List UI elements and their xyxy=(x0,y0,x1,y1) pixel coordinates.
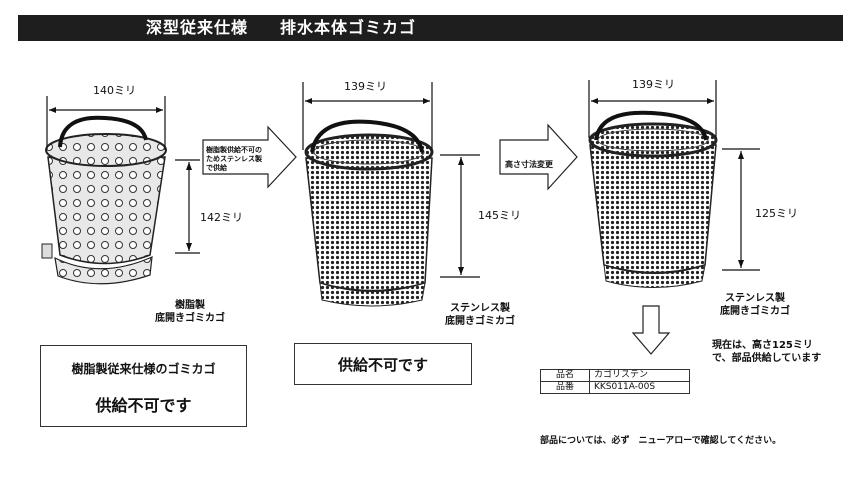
basket2-caption: ステンレス製 底開きゴミカゴ xyxy=(425,302,535,328)
resin-box-line2: 供給不可です xyxy=(95,396,192,415)
basket1-caption-line1: 樹脂製 xyxy=(175,300,205,311)
part-number-value: KKS011A-00S xyxy=(589,381,690,394)
basket1-caption-line2: 底開きゴミカゴ xyxy=(155,313,225,324)
basket3-caption: ステンレス製 底開きゴミカゴ xyxy=(700,292,810,318)
basket3-caption-line2: 底開きゴミカゴ xyxy=(720,306,790,317)
resin-basket-drawing xyxy=(41,115,167,285)
arrow-2-shape xyxy=(499,123,578,191)
basket3-caption-line1: ステンレス製 xyxy=(725,293,785,304)
header-title-right: 排水本体ゴミカゴ xyxy=(280,18,417,37)
stainless145-unavailable-box: 供給不可です xyxy=(294,343,472,385)
footer-note: 部品については、必ず ニューアローで確認してください。 xyxy=(540,436,782,446)
basket2-caption-line1: ステンレス製 xyxy=(450,303,510,314)
arrow2-text: 高さ寸法変更 xyxy=(505,160,553,169)
stainless145-box-text: 供給不可です xyxy=(337,356,428,374)
down-arrow-shape xyxy=(631,305,671,355)
stainless-basket-125-drawing xyxy=(588,110,718,288)
part-name-label: 品名 xyxy=(540,369,590,382)
resin-box-line1: 樹脂製従来仕様のゴミカゴ xyxy=(71,362,216,376)
basket2-caption-line2: 底開きゴミカゴ xyxy=(445,316,515,327)
basket2-width-label: 139ミリ xyxy=(344,80,387,93)
basket3-height-label: 125ミリ xyxy=(755,207,798,220)
part-name-row: 品名 カゴリステン xyxy=(540,369,690,382)
part-info-table: 品名 カゴリステン 品番 KKS011A-00S xyxy=(540,369,690,394)
basket1-caption: 樹脂製 底開きゴミカゴ xyxy=(140,299,240,325)
arrow1-text: 樹脂製供給不可のためステンレス製で供給 xyxy=(206,146,262,172)
part-number-row: 品番 KKS011A-00S xyxy=(540,381,690,394)
basket2-height-label: 145ミリ xyxy=(478,209,521,222)
note-line1: 現在は、高さ125ミリ xyxy=(712,340,813,351)
resin-unavailable-box: 樹脂製従来仕様のゴミカゴ 供給不可です xyxy=(40,345,247,427)
header-title-left: 深型従来仕様 xyxy=(146,18,249,37)
current-supply-note: 現在は、高さ125ミリ で、部品供給しています xyxy=(712,339,821,365)
note-line2: で、部品供給しています xyxy=(712,353,822,364)
basket3-width-label: 139ミリ xyxy=(632,78,675,91)
basket1-width-label: 140ミリ xyxy=(93,84,136,97)
arrow-1-shape xyxy=(202,125,297,189)
stainless-basket-145-drawing xyxy=(304,119,434,307)
part-name-value: カゴリステン xyxy=(589,369,690,382)
part-number-label: 品番 xyxy=(540,381,590,394)
header-bar: 深型従来仕様 排水本体ゴミカゴ xyxy=(18,15,843,41)
basket1-height-label: 142ミリ xyxy=(200,211,243,224)
